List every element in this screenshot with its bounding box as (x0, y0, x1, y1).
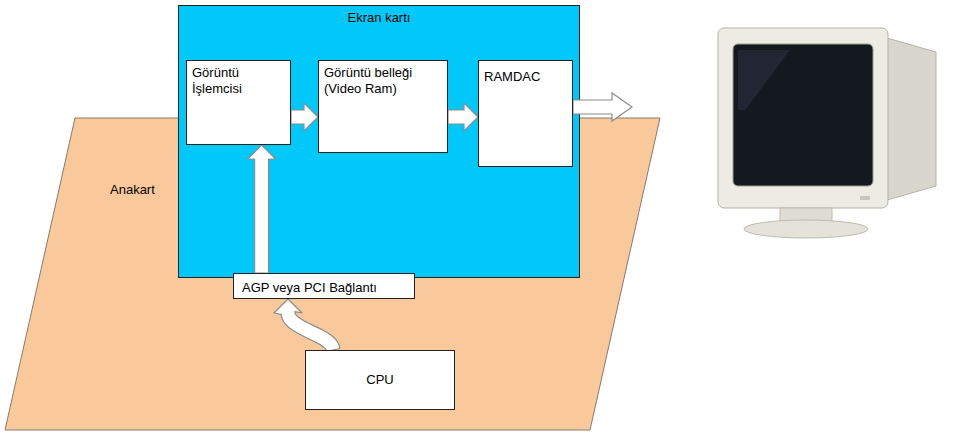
monitor-screen (733, 44, 873, 186)
graphics-card: Ekran kartıGörüntü İşlemcisi Görüntü bell… (178, 5, 580, 278)
block-arrow (448, 103, 478, 131)
block-arrow (248, 145, 276, 273)
memory-box: Görüntü belleği (Video Ram) (318, 60, 448, 153)
output-arrow (573, 93, 632, 121)
process-box: Görüntü İşlemcisi (186, 60, 291, 145)
slot-label: AGP veya PCI Bağlantı (242, 280, 377, 296)
monitor-base (744, 220, 868, 238)
block-arrow (291, 103, 318, 131)
monitor-bezel (718, 28, 888, 208)
card-title: Ekran kartı (348, 10, 411, 26)
cpu-box: CPU (305, 350, 455, 410)
board-label: Anakart (110, 182, 155, 198)
ramdac-box: RAMDAC (478, 60, 573, 167)
box-label: Görüntü İşlemcisi (192, 65, 282, 96)
block-arrow (274, 299, 340, 352)
screen-reflection (738, 50, 790, 110)
box-label: Görüntü belleği (Video Ram) (324, 65, 436, 96)
power-button (860, 196, 870, 200)
cpu-label: CPU (366, 372, 393, 388)
crt-monitor (718, 28, 936, 238)
bus-slot-box: AGP veya PCI Bağlantı (233, 273, 415, 299)
box-label: RAMDAC (484, 69, 540, 85)
